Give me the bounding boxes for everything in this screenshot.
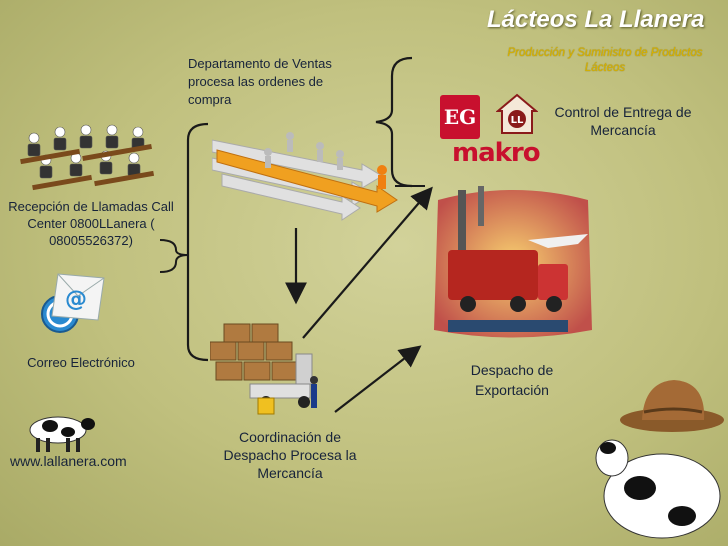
page-subtitle: Producción y Suministro de Productos Lác… [507, 47, 703, 74]
diag-arrow-lower [334, 345, 422, 413]
call-center-icon [12, 118, 160, 196]
coordinacion-label: Coordinación de Despacho Procesa la Merc… [223, 429, 357, 481]
call-center-label: Recepción de Llamadas Call Center 0800LL… [8, 199, 174, 248]
eg-logo: EG [440, 95, 480, 139]
cow-icon [20, 410, 98, 456]
svg-text:LL: LL [511, 115, 524, 126]
boxes-forklift-icon [210, 318, 330, 418]
shipping-collage-icon [428, 180, 598, 345]
logos-brace [375, 56, 413, 188]
control-label: Control de Entrega de Mercancía [554, 104, 692, 138]
runners-arrows-icon [212, 130, 402, 225]
main-bracket [186, 122, 209, 362]
diag-arrow-upper [302, 186, 433, 339]
email-label: Correo Electrónico [27, 355, 135, 370]
house-logo: LL [496, 93, 538, 135]
page-title: Lácteos La Llanera [487, 6, 705, 33]
despacho-label: Despacho de Exportación [470, 362, 554, 398]
hat-cow-icon [582, 376, 728, 546]
callcenter-brace [159, 239, 189, 273]
website-label[interactable]: www.lallanera.com [10, 453, 127, 469]
ventas-label: Departamento de Ventas procesa las orden… [188, 56, 332, 107]
email-icon: @ [38, 268, 108, 338]
makro-logo: makro [452, 138, 541, 168]
svg-text:@: @ [65, 287, 87, 312]
